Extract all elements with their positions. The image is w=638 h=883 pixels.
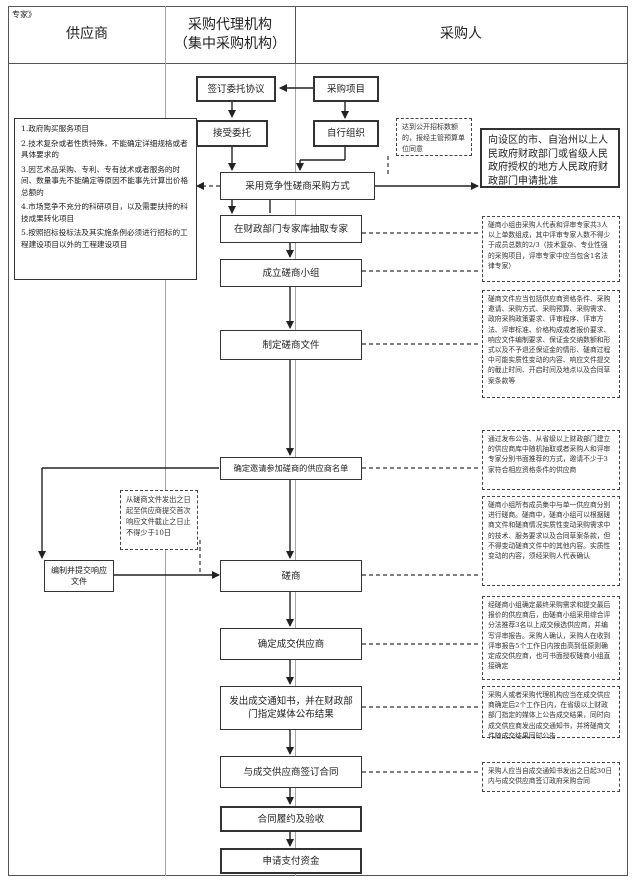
- lane-divider-supplier: [165, 6, 166, 876]
- adopt-method-box: 采用竞争性磋商采购方式: [220, 172, 375, 200]
- experts-note: 磋商小组由采购人代表和评审专家共3人以上单数组成，其中评审专家人数不得少于成员总…: [482, 216, 620, 282]
- condition-item: 1.政府购买服务项目: [21, 124, 89, 133]
- documents-note: 磋商文件应当包括供应商资格条件、采购邀请、采购方式、采购预算、采购需求、政府采购…: [482, 290, 620, 398]
- accept-entrustment-box: 接受委托: [196, 120, 268, 147]
- lane-divider-purchaser-top: [295, 6, 296, 64]
- threshold-note: 达到公开招标数额的，报经主管预算单位同意: [396, 118, 472, 156]
- condition-item: 4.市场竞争不充分的科研项目，以及需要扶持的科技成果转化项目: [21, 202, 188, 223]
- winner-note: 经磋商小组确定最终采购需求和提交最后报价的供应商后，由磋商小组采用综合评分法推荐…: [482, 596, 620, 680]
- conditions-list: 1.政府购买服务项目 2.技术复杂或者性质特殊，不能确定详细规格或者具体要求的 …: [14, 118, 197, 280]
- sign-contract-box: 与成交供应商签订合同: [220, 756, 362, 788]
- consult-box: 磋商: [220, 560, 362, 592]
- invite-list-note: 通过发布公告、从省级以上财政部门建立的供应商库中随机抽取或者采购人和评审专家分别…: [482, 430, 620, 490]
- self-organize-box: 自行组织: [313, 120, 379, 147]
- approval-box: 向设区的市、自治州以上人民政府财政部门或省级人民政府授权的地方人民政府财政部门申…: [480, 128, 620, 188]
- notify-note: 采购人或者采购代理机构应当在成交供应商确定后2个工作日内，在省级以上财政部门指定…: [482, 686, 620, 740]
- notify-result-box: 发出成交通知书，并在财政部门指定媒体公布结果: [220, 686, 362, 730]
- condition-item: 5.按照招标投标法及其实施条例必须进行招标的工程建设项目以外的工程建设项目: [21, 228, 188, 249]
- extract-experts-box: 在财政部门专家库抽取专家: [220, 215, 362, 243]
- diagram-frame: [8, 6, 628, 876]
- deadline-note: 从磋商文件发出之日起至供应商提交首次响应文件截止之日止不得少于10日: [120, 490, 198, 550]
- apply-payment-box: 申请支付资金: [220, 848, 362, 874]
- contract-note: 采购人应当自成交通知书发出之日起30日内与成交供应商签订政府采购合同: [482, 762, 620, 792]
- agency-header: 采购代理机构 （集中采购机构）: [165, 6, 295, 64]
- procurement-project-box: 采购项目: [313, 76, 379, 102]
- sign-agreement-box: 签订委托协议: [196, 76, 276, 102]
- perform-acceptance-box: 合同履约及验收: [220, 806, 362, 832]
- determine-list-box: 确定邀请参加磋商的供应商名单: [220, 457, 362, 480]
- prepare-response-box: 编制并提交响应文件: [44, 560, 114, 592]
- consult-note: 磋商小组所有成员集中与单一供应商分别进行磋商。磋商中，磋商小组可以根据磋商文件和…: [482, 496, 620, 586]
- supplier-header: 供应商: [9, 6, 165, 64]
- make-documents-box: 制定磋商文件: [220, 330, 362, 360]
- corner-label: 专家》: [12, 10, 36, 19]
- determine-winner-box: 确定成交供应商: [220, 628, 362, 660]
- condition-item: 2.技术复杂或者性质特殊，不能确定详细规格或者具体要求的: [21, 138, 188, 160]
- purchaser-header: 采购人: [295, 6, 627, 64]
- condition-item: 3.因艺术品采购、专利、专有技术或者服务的时间、数量事先不能确定等原因不能事先计…: [21, 164, 189, 197]
- form-group-box: 成立磋商小组: [220, 259, 362, 287]
